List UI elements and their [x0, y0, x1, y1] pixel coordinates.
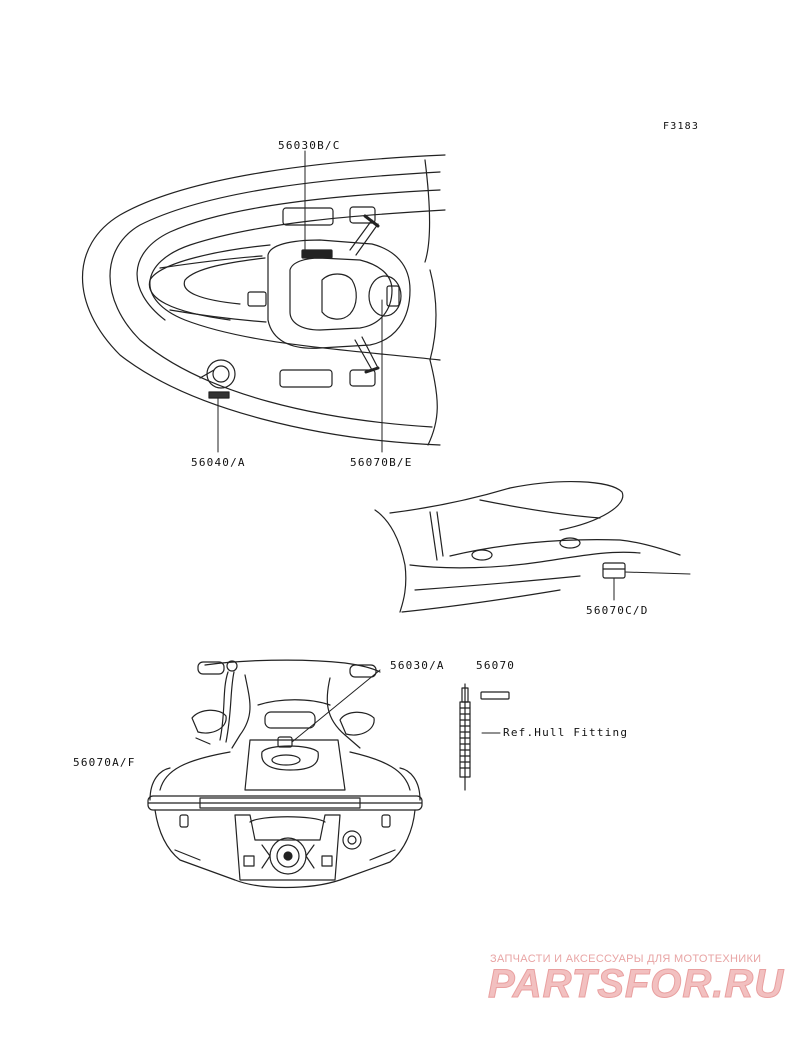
deck-top-view	[81, 154, 446, 446]
callout-ref-hull-fitting: Ref.Hull Fitting	[503, 726, 629, 739]
callout-56070: 56070	[476, 659, 516, 672]
callout-56070a-f: 56070A/F	[73, 756, 136, 769]
rear-view	[147, 659, 423, 889]
callout-56040-a: 56040/A	[191, 456, 246, 469]
callout-56070c-d: 56070C/D	[586, 604, 649, 617]
callout-56030-a: 56030/A	[390, 659, 445, 672]
side-detail-view	[374, 481, 691, 613]
callout-56070b-e: 56070B/E	[350, 456, 413, 469]
hull-fitting-part	[459, 683, 510, 791]
watermark-logo: PARTSFOR.RU	[487, 962, 785, 1007]
leader-lines-top	[217, 150, 383, 453]
callout-56030b-c: 56030B/C	[278, 139, 341, 152]
watermark-tagline: ЗАПЧАСТИ И АКСЕССУАРЫ ДЛЯ МОТОТЕХНИКИ	[490, 953, 762, 965]
figure-code: F3183	[663, 121, 700, 132]
leader-lines-bottom	[291, 669, 501, 743]
